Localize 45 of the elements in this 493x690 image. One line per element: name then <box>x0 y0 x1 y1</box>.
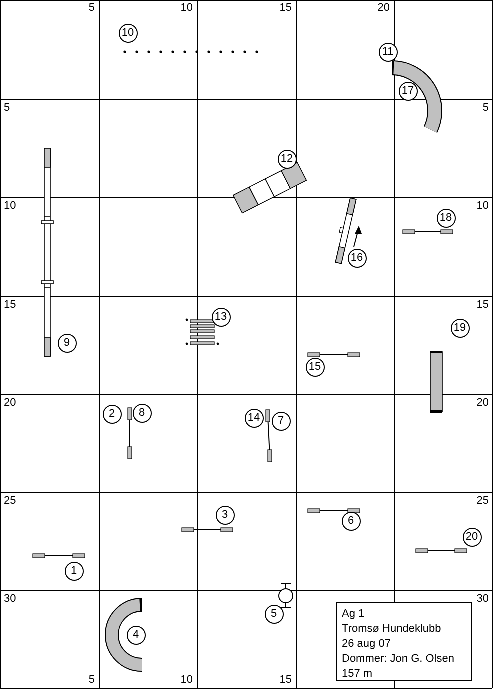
grid-number: 10 <box>180 3 193 14</box>
number-circle: 9 <box>58 334 76 352</box>
number-circle: 18 <box>436 208 456 228</box>
number-circle: 11 <box>378 42 398 62</box>
number-circle: 15 <box>306 358 324 376</box>
grid-number: 15 <box>280 675 292 686</box>
grid-number: 10 <box>4 201 16 212</box>
info-text: Ag 1 <box>342 607 366 622</box>
grid-number: 30 <box>4 594 16 605</box>
grid-number: 15 <box>4 300 16 311</box>
number-circle: 20 <box>462 528 482 546</box>
grid-number: 10 <box>476 201 489 212</box>
grid-number: 20 <box>476 398 489 409</box>
info-box <box>336 602 472 681</box>
grid-number: 15 <box>476 300 489 311</box>
grid-number: 25 <box>476 496 489 507</box>
number-circle: 3 <box>216 506 234 524</box>
number-circle: 4 <box>126 626 146 644</box>
grid-number: 5 <box>88 3 95 14</box>
grid-number: 5 <box>88 675 95 686</box>
number-circle: 2 <box>102 404 122 424</box>
number-circle: 12 <box>278 150 296 168</box>
number-circle: 10 <box>118 24 138 42</box>
grid-number: 10 <box>180 675 193 686</box>
grid-number: 5 <box>482 103 489 114</box>
number-circle: 19 <box>450 318 470 338</box>
grid-number: 30 <box>476 594 489 605</box>
grid-number: 25 <box>4 496 16 507</box>
grid-number: 20 <box>378 3 390 14</box>
number-circle: 1 <box>64 562 84 580</box>
number-circle: 6 <box>342 512 360 530</box>
info-text: Dommer: Jon G. Olsen <box>342 652 456 667</box>
number-circle: 16 <box>348 248 366 268</box>
info-text: Tromsø Hundeklubb <box>342 622 442 637</box>
number-circle: 5 <box>264 604 284 624</box>
info-text: 157 m <box>342 667 374 682</box>
grid-number: 20 <box>4 398 16 409</box>
grid-number: 15 <box>280 3 292 14</box>
info-text: 26 aug 07 <box>342 637 392 652</box>
grid-number: 5 <box>4 103 10 114</box>
number-circle: 13 <box>212 308 230 326</box>
number-circle: 14 <box>244 408 264 428</box>
number-circle: 7 <box>272 412 290 430</box>
number-circle: 17 <box>398 82 418 100</box>
number-circle: 8 <box>132 404 152 422</box>
